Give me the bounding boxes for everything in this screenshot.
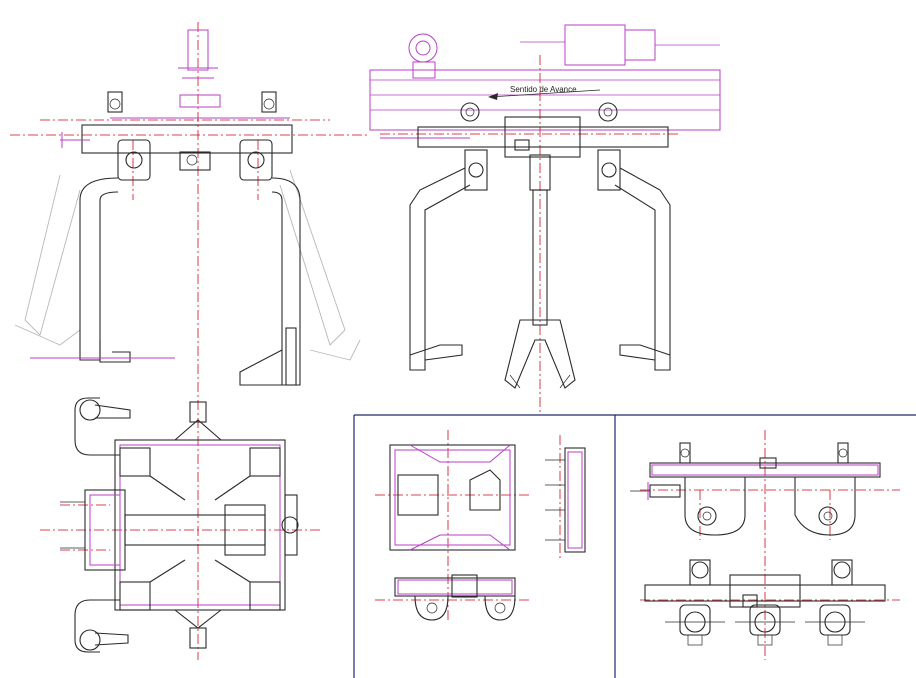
wheel-right — [805, 604, 865, 646]
detail-frames — [353, 414, 916, 678]
wheel-middle — [735, 604, 795, 646]
plan-view — [40, 397, 320, 660]
crossbar-detail-view — [630, 430, 900, 660]
plate-detail-view — [375, 430, 586, 621]
side-elevation-view — [10, 22, 370, 400]
wheel-left — [665, 604, 725, 646]
front-elevation-view: Sentido de Avance — [369, 24, 721, 415]
direction-label: Sentido de Avance — [510, 85, 577, 94]
